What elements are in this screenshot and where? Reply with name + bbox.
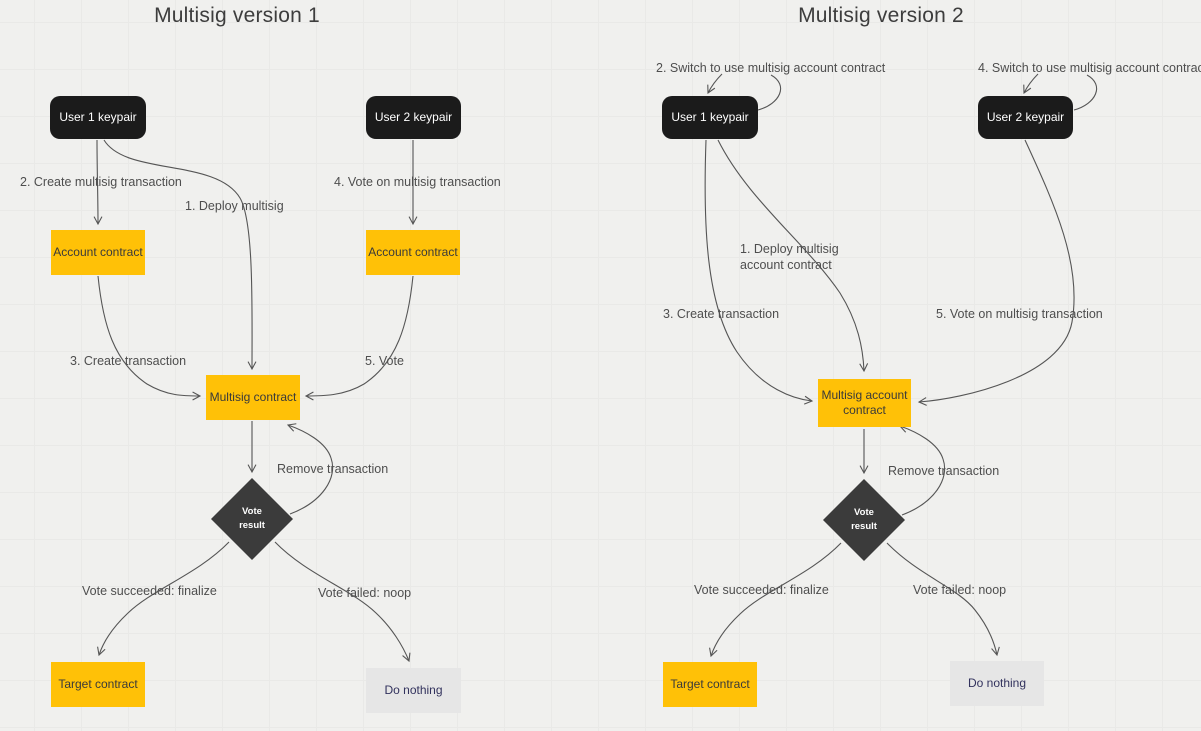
v2-edge-vote-on-multisig-tx (917, 139, 1075, 406)
diagram2-title: Multisig version 2 (798, 4, 964, 27)
v2-label-vote-on-multisig-tx: 5. Vote on multisig transaction (936, 307, 1103, 321)
v1-edge-vote (304, 275, 414, 401)
v2-user2-keypair-node[interactable]: User 2 keypair (978, 96, 1073, 139)
v2-label-create-transaction: 3. Create transaction (663, 307, 780, 321)
v1-edge-deploy-multisig (103, 139, 257, 371)
v2-multisig-account-contract-node[interactable]: Multisig account contract (818, 379, 911, 427)
v1-target-contract-node[interactable]: Target contract (51, 662, 145, 707)
v2-vote-result-text: Vote result (851, 507, 877, 532)
v2-label-vote-failed: Vote failed: noop (913, 583, 1007, 597)
v2-label-vote-succeeded: Vote succeeded: finalize (694, 583, 829, 597)
v1-label-deploy-multisig: 1. Deploy multisig (185, 199, 284, 213)
v2-label-deploy-account-contract: 1. Deploy multisig account contract (740, 242, 839, 273)
v1-label-vote: 5. Vote (365, 354, 404, 368)
v2-label-switch-user2: 4. Switch to use multisig account contra… (978, 61, 1201, 75)
v1-user2-keypair-node[interactable]: User 2 keypair (366, 96, 461, 139)
v1-do-nothing-node[interactable]: Do nothing (366, 668, 461, 713)
v1-multisig-contract-node[interactable]: Multisig contract (206, 375, 300, 420)
v1-edge-vote-succeeded (97, 541, 230, 657)
v2-edge-remove-transaction (898, 424, 946, 516)
v2-edge-vote-failed (886, 542, 1000, 657)
v1-label-vote-on-multisig-tx: 4. Vote on multisig transaction (334, 175, 501, 189)
v2-user1-keypair-node[interactable]: User 1 keypair (662, 96, 758, 139)
v2-edge-create-transaction (704, 139, 814, 405)
v1-account-contract-2-node[interactable]: Account contract (366, 230, 460, 275)
diagram1-title: Multisig version 1 (154, 4, 320, 27)
v1-edge-create-transaction (97, 275, 202, 401)
v2-do-nothing-node[interactable]: Do nothing (950, 661, 1044, 706)
v1-edge-create-multisig-tx (93, 139, 103, 226)
v1-label-create-multisig-tx: 2. Create multisig transaction (20, 175, 182, 189)
v2-edge-switch-user1-b (707, 73, 723, 95)
v2-edge-switch-user2-b (1023, 73, 1039, 95)
v2-edge-deploy-account-contract (717, 139, 869, 373)
v2-target-contract-node[interactable]: Target contract (663, 662, 757, 707)
v1-edge-remove-transaction (286, 423, 334, 515)
v2-edge-switch-user2-a (1073, 74, 1098, 111)
v1-vote-result-text: Vote result (239, 506, 265, 531)
v2-edge-switch-user1-a (757, 74, 782, 111)
v1-account-contract-1-node[interactable]: Account contract (51, 230, 145, 275)
v1-label-remove-transaction: Remove transaction (277, 462, 389, 476)
v2-label-remove-transaction: Remove transaction (888, 464, 1000, 478)
v1-label-vote-failed: Vote failed: noop (318, 586, 412, 600)
v1-label-vote-succeeded: Vote succeeded: finalize (82, 584, 217, 598)
v1-label-create-transaction: 3. Create transaction (70, 354, 187, 368)
v2-label-switch-user1: 2. Switch to use multisig account contra… (656, 61, 886, 75)
v1-user1-keypair-node[interactable]: User 1 keypair (50, 96, 146, 139)
v1-edge-vote-failed (274, 541, 411, 663)
v2-edge-vote-succeeded (709, 542, 842, 658)
